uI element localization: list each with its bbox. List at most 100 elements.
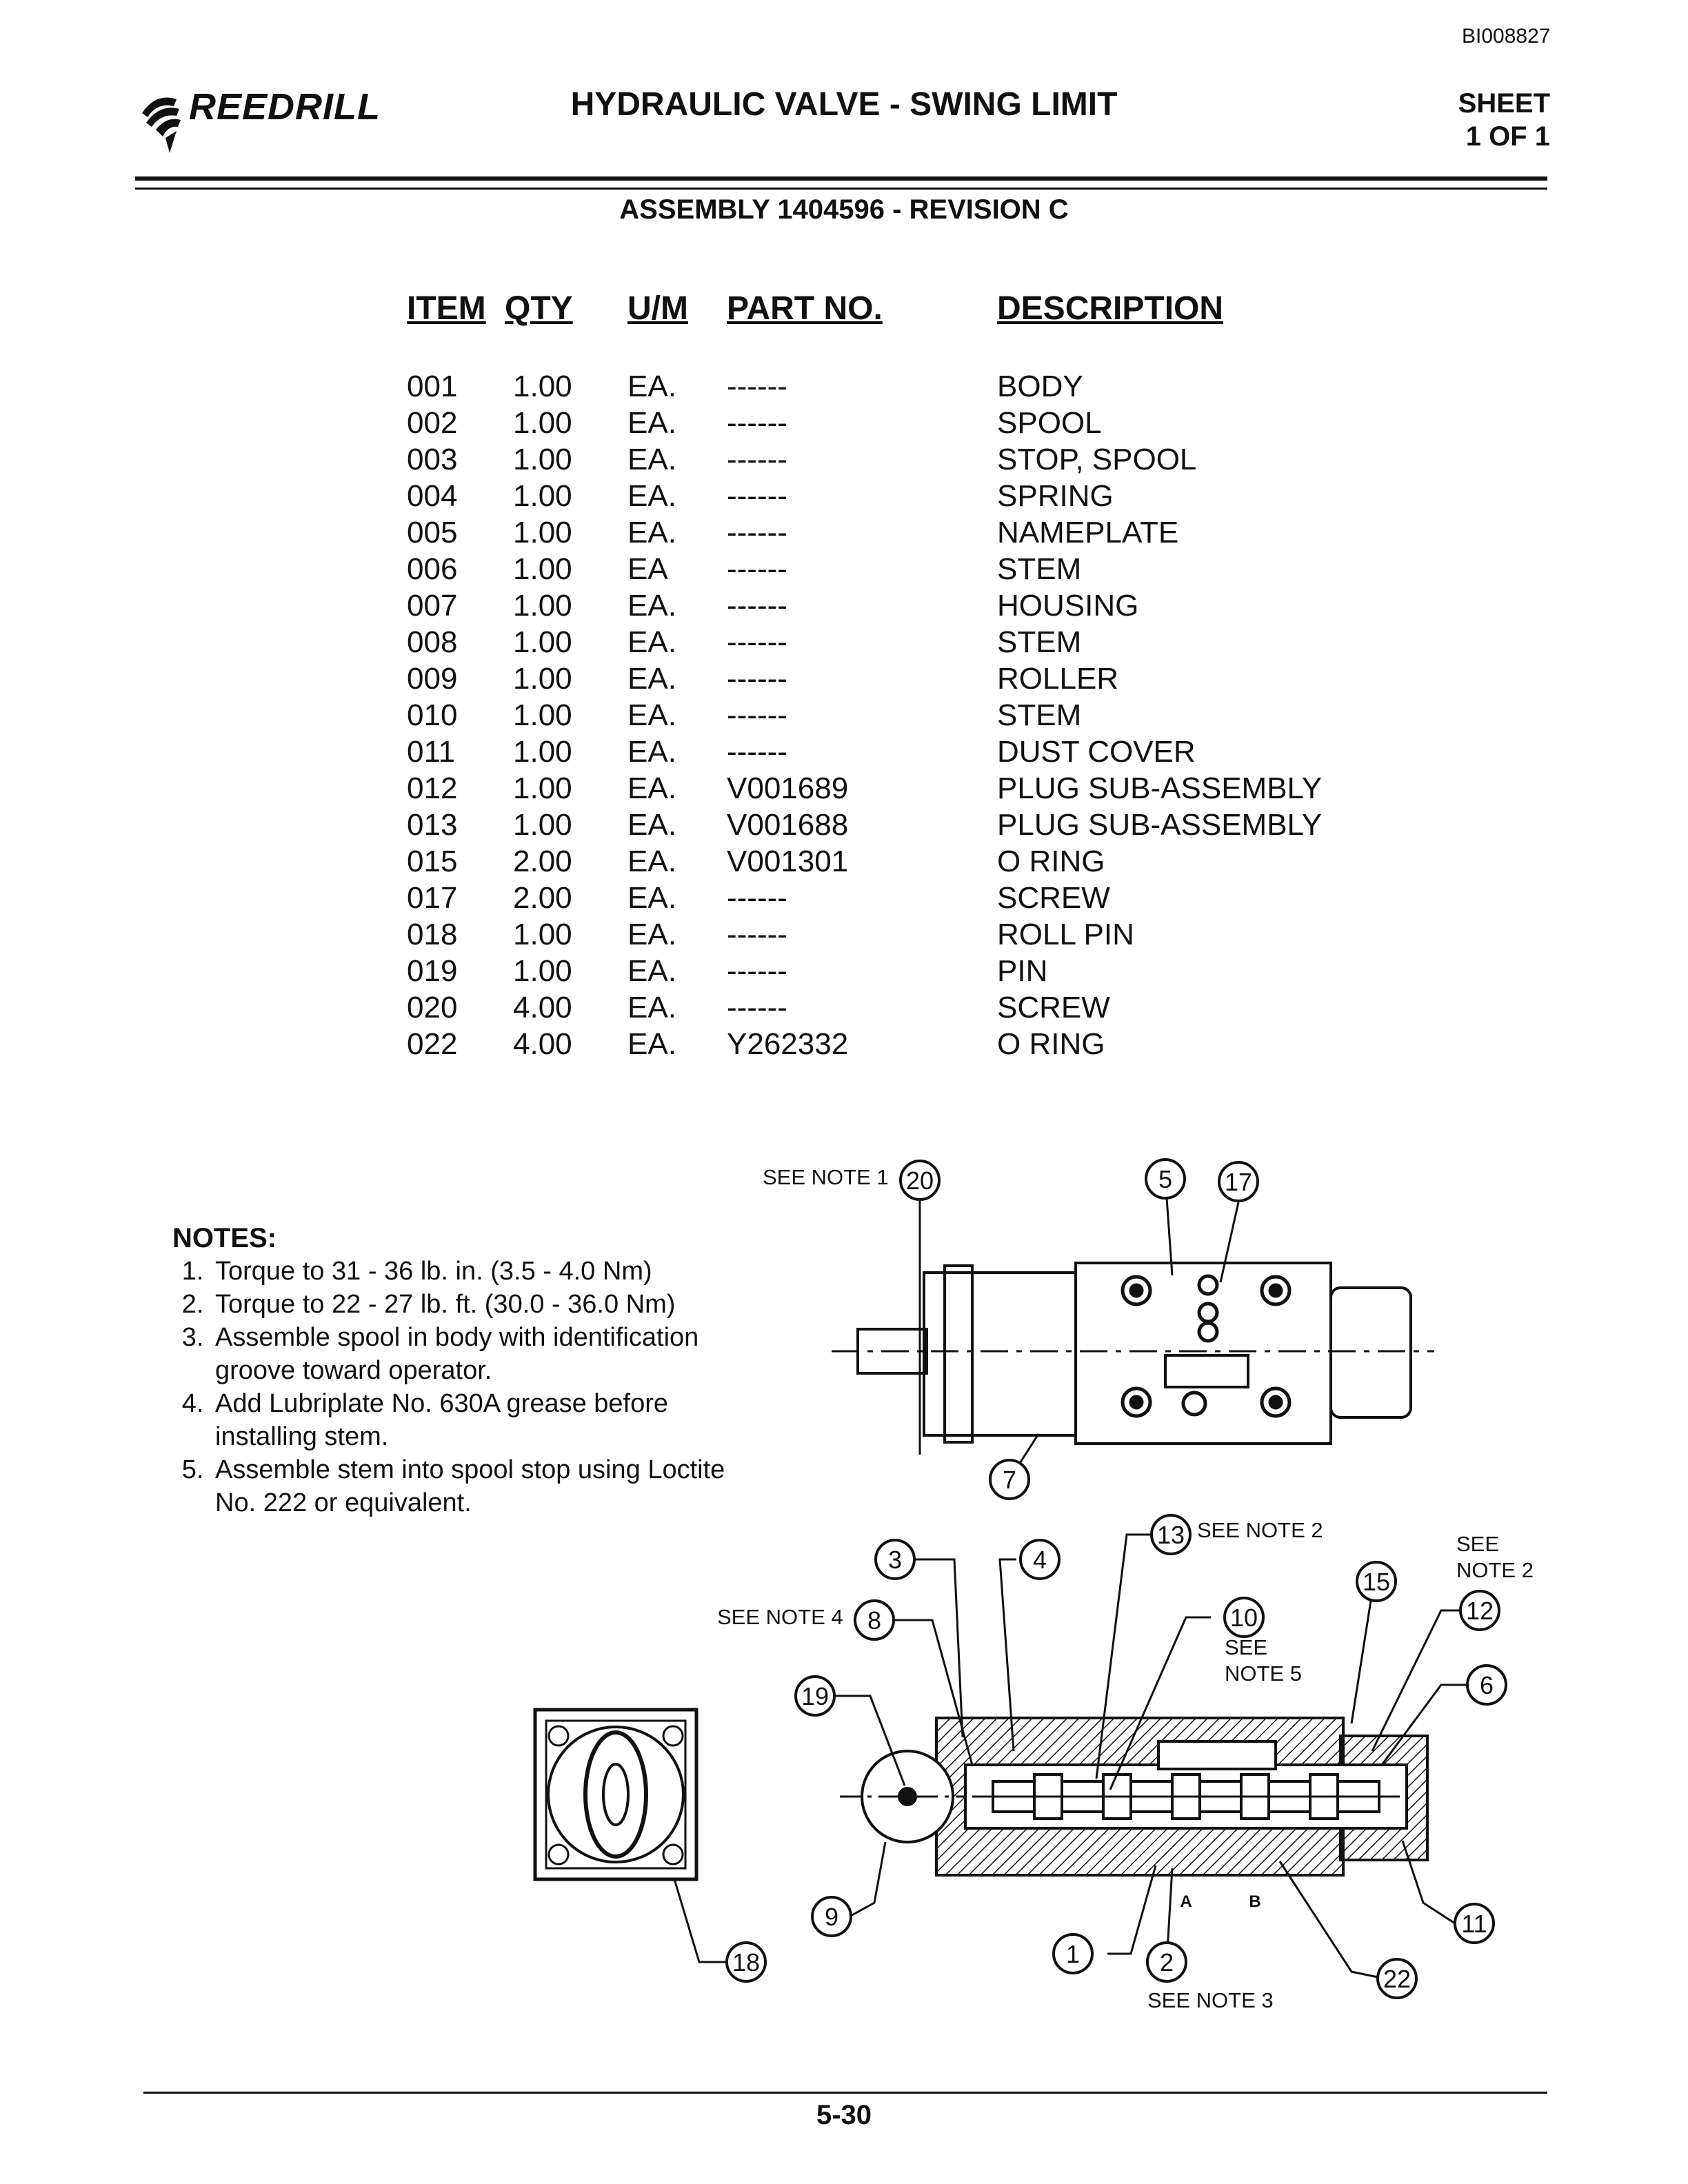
notes-title: NOTES: [172,1223,277,1253]
see-note-5-label-line2: NOTE 5 [1225,1661,1302,1686]
cell-item: 012 [407,771,458,805]
cell-item: 007 [407,589,458,623]
drill-bit-icon [142,97,181,153]
document-title: HYDRAULIC VALVE - SWING LIMIT [570,86,1118,123]
callout-10 [1223,1597,1265,1638]
see-note-2b-label-line1: SEE [1456,1532,1499,1556]
port-b-label: B [1249,1892,1260,1911]
callout-13 [1150,1514,1192,1555]
valve-end-view [533,1708,699,1881]
cell-part: ------ [727,443,787,476]
cell-part: ------ [727,918,787,951]
callout-5 [1145,1158,1186,1200]
column-header-um: U/M [627,290,688,327]
cell-item: 017 [407,881,458,915]
cell-qty: 1.00 [513,589,572,623]
cell-um: EA. [627,808,676,842]
cell-um: EA. [627,918,676,951]
see-note-2b-label-line2: NOTE 2 [1456,1558,1534,1582]
column-header-qty: QTY [505,290,573,327]
valve-exploded-diagram: A B [533,1158,1534,2012]
callout-number: 6 [1480,1671,1494,1699]
cell-qty: 4.00 [513,991,572,1024]
cell-desc: BODY [997,370,1083,403]
column-header-item: ITEM [407,290,486,327]
bolt-head-icons [1121,1274,1292,1418]
callout-number: 7 [1003,1466,1016,1494]
callout-number: 19 [801,1682,829,1710]
cell-item: 004 [407,479,458,513]
cell-part: ------ [727,954,787,988]
cell-desc: O RING [997,845,1105,878]
cell-um: EA. [627,771,676,805]
cell-qty: 1.00 [513,516,572,549]
cell-part: ------ [727,552,787,586]
cell-item: 001 [407,370,458,403]
callout-number: 9 [825,1903,838,1931]
sheet-label: SHEET [1458,88,1550,119]
column-header-part-no: PART NO. [727,290,883,327]
callout-number: 20 [906,1166,934,1195]
sheet-indicator: SHEET 1 OF 1 [1458,87,1550,153]
header-rule-thick [135,176,1547,181]
cell-qty: 1.00 [513,552,572,586]
cell-part: V001689 [727,771,849,805]
cell-desc: SCREW [997,881,1110,915]
callout-22 [1376,1958,1418,1999]
cell-qty: 1.00 [513,370,572,403]
cell-um: EA. [627,991,676,1024]
callout-8 [854,1599,895,1641]
cell-part: Y262332 [727,1027,849,1061]
port-labels: A B [1180,1892,1260,1911]
cell-desc: SPOOL [997,406,1102,440]
cell-item: 002 [407,406,458,440]
cell-um: EA. [627,698,676,732]
cell-part: ------ [727,698,787,732]
cell-part: ------ [727,589,787,623]
cell-item: 003 [407,443,458,476]
callout-number: 10 [1230,1604,1258,1632]
assembly-revision: ASSEMBLY 1404596 - REVISION C [619,194,1069,225]
callout-3 [874,1539,916,1580]
cell-qty: 1.00 [513,406,572,440]
callout-number: 22 [1383,1965,1411,1993]
cell-um: EA. [627,735,676,769]
cell-qty: 1.00 [513,954,572,988]
cell-part: ------ [727,625,787,659]
cell-qty: 1.00 [513,808,572,842]
cell-qty: 1.00 [513,443,572,476]
cell-part: ------ [727,735,787,769]
valve-cross-section [840,1717,1429,1877]
column-header-description: DESCRIPTION [997,290,1224,327]
cell-part: ------ [727,991,787,1024]
cell-desc: SCREW [997,991,1110,1024]
callout-bubbles [725,1158,1507,1999]
cell-desc: NAMEPLATE [997,516,1179,549]
cell-item: 010 [407,698,458,732]
cell-um: EA. [627,625,676,659]
cell-qty: 2.00 [513,845,572,878]
callout-20 [899,1160,941,1201]
cell-desc: SPRING [997,479,1114,513]
cell-item: 018 [407,918,458,951]
reedrill-logo: REEDRILL [135,85,380,154]
callout-number: 15 [1363,1568,1390,1596]
cell-qty: 1.00 [513,625,572,659]
callout-number: 18 [732,1948,760,1976]
cell-um: EA. [627,1027,676,1061]
see-note-1-label: SEE NOTE 1 [763,1165,889,1189]
cell-item: 005 [407,516,458,549]
cell-item: 006 [407,552,458,586]
cell-um: EA. [627,443,676,476]
